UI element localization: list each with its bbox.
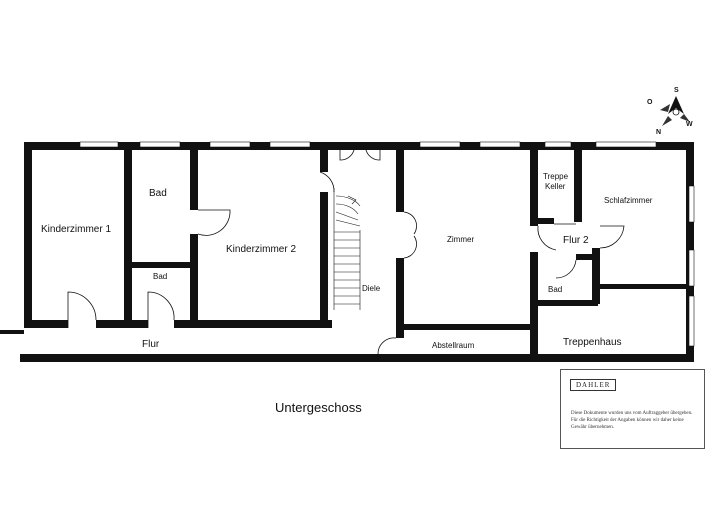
- wall-keller-bottom: [538, 218, 554, 224]
- compass-label-o: O: [647, 99, 653, 106]
- label-abstellraum: Abstellraum: [432, 341, 475, 350]
- wall-flur-left: [0, 330, 24, 334]
- label-flur: Flur: [142, 339, 160, 350]
- wall-rooms-flur: [96, 320, 148, 328]
- window: [688, 185, 695, 223]
- label-treppe-keller: Treppe Keller: [543, 172, 570, 191]
- wall-keller-schlaf: [574, 142, 582, 222]
- outer-wall-top-right: [396, 142, 693, 150]
- door: [377, 337, 397, 355]
- door: [365, 149, 381, 161]
- wall-bad-right-top: [576, 254, 600, 260]
- label-kinderzimmer-2: Kinderzimmer 2: [226, 244, 296, 255]
- wall-bad-treppenhaus: [538, 300, 598, 306]
- wall-bad-kz2-lower: [190, 234, 198, 328]
- staircase: [333, 188, 361, 310]
- floor-title: Untergeschoss: [275, 400, 362, 415]
- door: [555, 259, 577, 279]
- label-kinderzimmer-1: Kinderzimmer 1: [41, 224, 111, 235]
- disclaimer-text: Diese Dokumente wurden uns vom Auftragge…: [571, 411, 693, 430]
- compass-label-n: N: [656, 129, 661, 136]
- wall-kz1-bad: [124, 142, 132, 328]
- wall-kz2-diele: [320, 192, 328, 328]
- window: [139, 141, 181, 148]
- window: [688, 249, 695, 287]
- door: [599, 225, 625, 249]
- outer-wall-left: [24, 142, 32, 328]
- wall-rooms-flur: [24, 320, 68, 328]
- wall-diele-zimmer: [396, 142, 404, 212]
- disclaimer-box: DAHLER Diese Dokumente wurden uns vom Au…: [560, 369, 705, 449]
- wall-schlaf-treppenhaus: [598, 284, 686, 289]
- label-zimmer: Zimmer: [447, 235, 474, 244]
- outer-wall-right: [686, 142, 694, 356]
- label-treppenhaus: Treppenhaus: [563, 337, 622, 348]
- window: [209, 141, 251, 148]
- label-bad-small: Bad: [153, 272, 167, 281]
- compass-icon: [660, 96, 690, 126]
- wall-rooms-flur: [174, 320, 332, 328]
- window: [544, 141, 572, 148]
- door: [537, 225, 557, 251]
- door: [403, 211, 417, 235]
- wall-bad-horizontal: [132, 262, 190, 268]
- wall-zimmer-flur2: [530, 252, 538, 360]
- compass-label-w: W: [686, 121, 693, 128]
- label-flur-2: Flur 2: [563, 235, 589, 246]
- door: [339, 149, 355, 161]
- door: [147, 291, 175, 328]
- compass-label-s: S: [674, 87, 679, 94]
- window: [688, 295, 695, 347]
- label-bad-top: Bad: [149, 188, 167, 199]
- label-diele: Diele: [362, 284, 381, 293]
- window: [419, 141, 461, 148]
- wall-abstellraum: [404, 324, 532, 330]
- window: [479, 141, 521, 148]
- wall-kz2-diele: [320, 142, 328, 172]
- window: [595, 141, 657, 148]
- wall-flur2-schlaf: [592, 248, 600, 304]
- wall-diele-zimmer: [396, 258, 404, 338]
- door: [403, 235, 417, 259]
- wall-zimmer-flur2: [530, 142, 538, 226]
- door: [319, 171, 335, 193]
- outer-wall-bottom: [20, 354, 694, 362]
- label-schlafzimmer: Schlafzimmer: [604, 196, 653, 205]
- label-bad-right: Bad: [548, 285, 562, 294]
- wall-bad-kz2: [190, 142, 198, 210]
- window: [79, 141, 119, 148]
- door: [197, 209, 231, 236]
- dahler-logo: DAHLER: [570, 379, 617, 391]
- door: [67, 291, 97, 328]
- window: [269, 141, 311, 148]
